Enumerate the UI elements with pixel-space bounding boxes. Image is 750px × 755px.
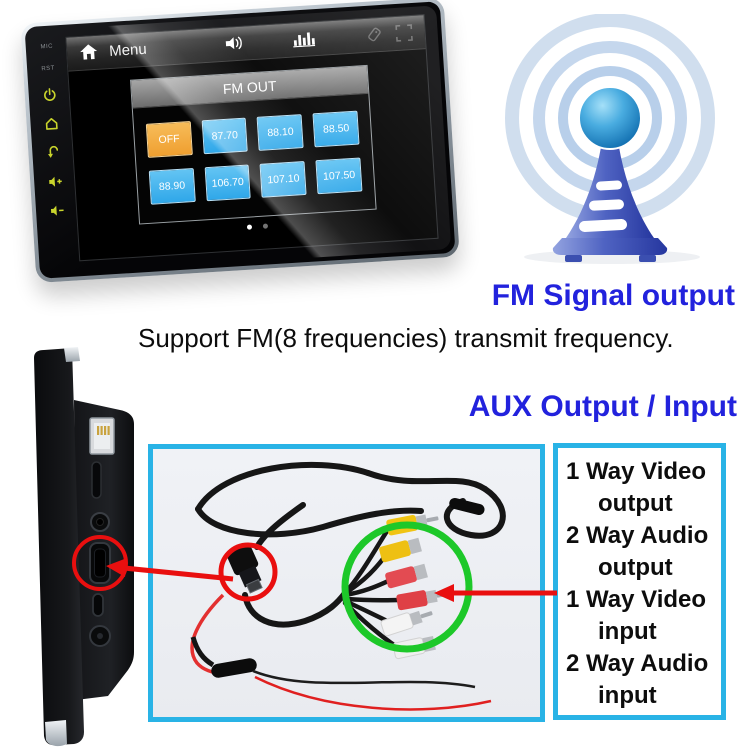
bottom-silver-cap <box>45 720 67 746</box>
aux-item-3-line1: 1 Way Video <box>566 584 721 616</box>
hdmi-port <box>90 543 110 583</box>
menu-title: Menu <box>109 41 148 60</box>
touchscreen: Menu FM OUT OFF 87.70 <box>65 14 438 261</box>
aux-item-1-line1: 1 Way Video <box>566 456 721 488</box>
rca-red-2 <box>396 586 450 611</box>
back-icon[interactable] <box>46 145 61 160</box>
rca-red-1 <box>384 563 428 589</box>
rst-label: RST <box>41 65 55 73</box>
freq-button-8810[interactable]: 88.10 <box>257 114 304 151</box>
volume-down-icon[interactable] <box>49 203 65 218</box>
freq-button-8850[interactable]: 88.50 <box>313 111 360 148</box>
equalizer-icon[interactable] <box>292 30 315 52</box>
unit-black-bezel: MIC RST Menu <box>24 1 455 279</box>
aux-item-4-line2: input <box>566 680 721 712</box>
home-icon[interactable] <box>79 43 99 66</box>
rca-yellow-2 <box>378 537 422 563</box>
aux-io-list-panel: 1 Way Video output 2 Way Audio output 1 … <box>553 443 726 720</box>
tag-icon[interactable] <box>365 26 383 49</box>
screenshot-icon[interactable] <box>395 24 413 47</box>
sd-slot <box>92 462 101 498</box>
rca-white-1 <box>380 605 434 636</box>
dc-jack <box>90 626 110 646</box>
usb-c-port <box>93 594 103 616</box>
power-icon[interactable] <box>42 87 57 102</box>
freq-button-10750[interactable]: 107.50 <box>316 157 363 194</box>
volume-up-icon[interactable] <box>47 174 63 189</box>
aux-cable-photo <box>148 444 545 722</box>
aux-item-2-line1: 2 Way Audio <box>566 520 721 552</box>
freq-button-8770[interactable]: 87.70 <box>201 118 248 155</box>
usb-a-port <box>90 418 114 454</box>
fuse-holder <box>210 657 258 679</box>
page-dot-inactive <box>263 223 268 228</box>
fm-section-title: FM Signal output <box>492 279 735 313</box>
device-side-view <box>20 346 152 750</box>
aux-jack <box>91 513 109 531</box>
page-indicator <box>247 223 268 229</box>
inline-barrel-connector <box>448 497 486 516</box>
freq-button-off[interactable]: OFF <box>146 121 193 158</box>
mic-label: MIC <box>40 44 53 52</box>
radio-tower-icon <box>492 14 732 266</box>
aux-section-title: AUX Output / Input <box>469 390 737 424</box>
top-silver-cap <box>64 347 80 362</box>
aux-item-3-line2: input <box>566 616 721 648</box>
aux-item-1-line2: output <box>566 488 721 520</box>
speaker-icon[interactable] <box>224 35 245 57</box>
aux-item-4-line1: 2 Way Audio <box>566 648 721 680</box>
home-outline-icon[interactable] <box>44 116 59 131</box>
freq-button-10670[interactable]: 106.70 <box>204 164 251 201</box>
screen-top-bar: Menu <box>66 15 425 71</box>
aux-item-2-line2: output <box>566 552 721 584</box>
fm-section-subtitle: Support FM(8 frequencies) transmit frequ… <box>138 323 674 354</box>
page-dot-active <box>247 224 252 229</box>
fm-out-dialog: FM OUT OFF 87.70 88.10 88.50 88.90 106.7… <box>130 65 377 225</box>
freq-button-10710[interactable]: 107.10 <box>260 161 307 198</box>
freq-button-8890[interactable]: 88.90 <box>149 168 196 205</box>
car-stereo-head-unit: MIC RST Menu <box>20 0 459 283</box>
thin-black-wire <box>253 671 475 687</box>
frequency-grid: OFF 87.70 88.10 88.50 88.90 106.70 107.1… <box>133 94 376 224</box>
